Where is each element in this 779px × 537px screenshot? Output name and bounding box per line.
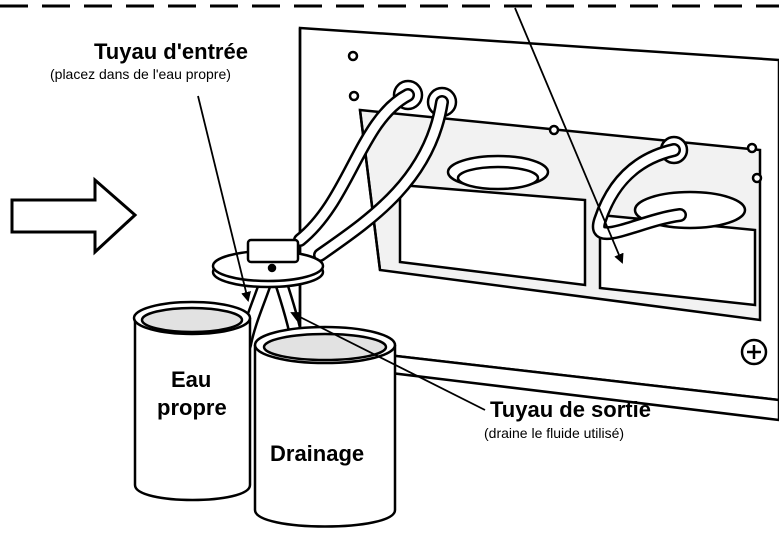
drain-container [253, 325, 397, 528]
direction-arrow [10, 176, 138, 256]
inlet-hose-title: Tuyau d'entrée [94, 39, 248, 64]
outlet-hose-title: Tuyau de sortie [490, 397, 651, 422]
fluid-tanks [398, 154, 757, 307]
hose-manifold [211, 238, 325, 289]
drain-label: Drainage [270, 441, 365, 466]
clean-water-container [132, 300, 252, 502]
clean-water-label-line2: propre [157, 395, 227, 420]
inlet-hose-note: (placez dans de l'eau propre) [50, 66, 231, 82]
outlet-hose-note: (draine le fluide utilisé) [484, 425, 625, 441]
leader-lines [197, 7, 624, 411]
clean-water-label-line1: Eau [171, 367, 212, 392]
